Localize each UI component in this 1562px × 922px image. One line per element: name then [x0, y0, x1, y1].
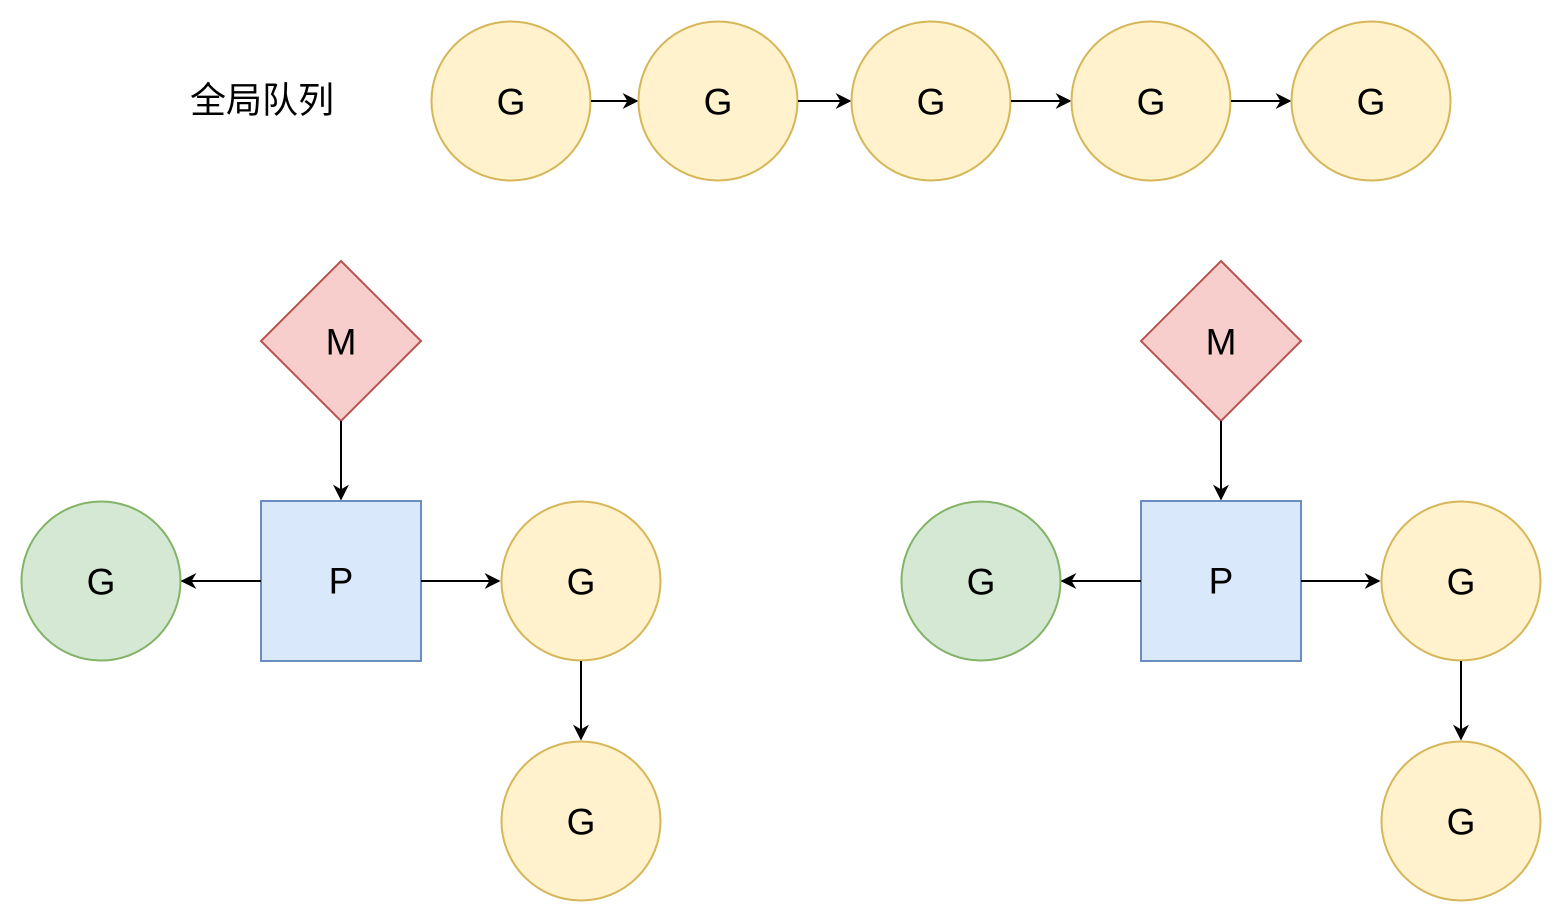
local-queue-goroutine — [1380, 740, 1542, 902]
processor-box — [260, 500, 422, 662]
local-queue-goroutine — [1380, 500, 1542, 662]
running-goroutine-label: G — [87, 562, 116, 603]
local-queue-goroutine-label: G — [567, 562, 596, 603]
machine-label: M — [1206, 322, 1237, 363]
processor-label: P — [1209, 561, 1234, 602]
global-queue-goroutine — [430, 20, 592, 182]
global-queue-goroutine — [1070, 20, 1232, 182]
local-queue-goroutine-label: G — [1447, 562, 1476, 603]
global-queue-goroutine — [850, 20, 1012, 182]
local-queue-goroutine-label: G — [1447, 802, 1476, 843]
global-queue-goroutine-label: G — [1357, 82, 1386, 123]
local-queue-goroutine-label: G — [567, 802, 596, 843]
local-queue-goroutine — [500, 500, 662, 662]
global-queue-goroutine-label: G — [704, 82, 733, 123]
global-queue-goroutine — [637, 20, 799, 182]
machine-label: M — [326, 322, 357, 363]
processor-label: P — [329, 561, 354, 602]
running-goroutine-label: G — [967, 562, 996, 603]
global-queue-goroutine-label: G — [497, 82, 526, 123]
global-queue-title: 全局队列 — [190, 81, 334, 122]
processor-box — [1140, 500, 1302, 662]
local-queue-goroutine — [500, 740, 662, 902]
global-queue-goroutine — [1290, 20, 1452, 182]
global-queue-goroutine-label: G — [917, 82, 946, 123]
global-queue-goroutine-label: G — [1137, 82, 1166, 123]
